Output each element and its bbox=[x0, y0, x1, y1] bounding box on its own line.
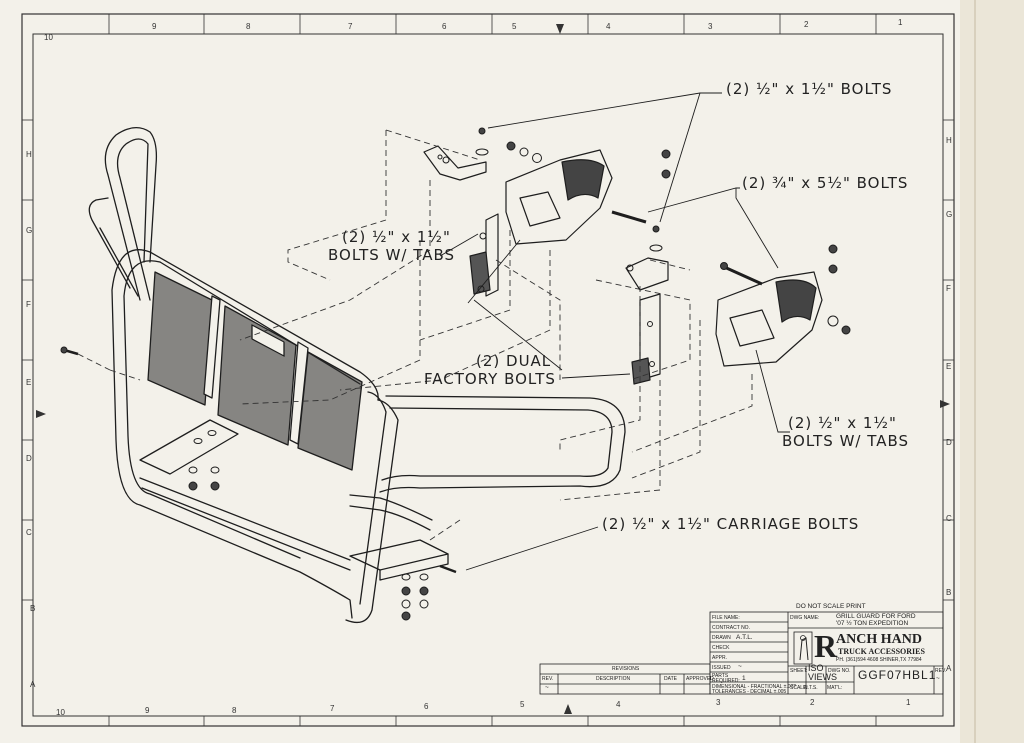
company-initial: R bbox=[814, 628, 838, 664]
outer-border bbox=[21, 13, 955, 727]
mounting-brackets bbox=[423, 145, 823, 385]
date-column-label: DATE bbox=[664, 676, 677, 682]
company-tagline: TRUCK ACCESSORIES bbox=[838, 647, 925, 656]
zone-bottom-8: 8 bbox=[232, 706, 237, 715]
zone-top-1: 1 bbox=[898, 18, 903, 27]
lower-hardware bbox=[60, 346, 457, 621]
rev-column-label: REV. bbox=[542, 676, 554, 682]
appr-label: APPR. bbox=[712, 655, 728, 661]
sheet-label: SHEET: bbox=[790, 668, 808, 674]
zone-top-7: 7 bbox=[348, 22, 353, 31]
required-value: 1 bbox=[742, 675, 746, 682]
revisions-label: REVISIONS bbox=[612, 666, 640, 672]
zone-top-3: 3 bbox=[708, 22, 713, 31]
zone-top-4: 4 bbox=[606, 22, 611, 31]
dwg-no-value: GGF07HBL1 bbox=[858, 668, 937, 682]
grill-guard-drawing bbox=[88, 127, 626, 624]
zone-bottom-10: 10 bbox=[56, 708, 65, 717]
rev-label-block: REV. bbox=[935, 668, 947, 674]
zone-top-10: 10 bbox=[44, 33, 53, 42]
rev-value: ~ bbox=[936, 675, 940, 682]
approved-column-label: APPROVED bbox=[686, 676, 714, 682]
inner-border bbox=[32, 33, 944, 717]
scale-note: DO NOT SCALE PRINT bbox=[796, 603, 866, 610]
callout-left-tab-bolts-type: BOLTS W/ TABS bbox=[328, 246, 456, 264]
zone-left-a: A bbox=[30, 680, 36, 689]
hardware-nuts-washers bbox=[437, 127, 851, 367]
dwg-name-line-2: '07 ½ TON EXPEDITION bbox=[836, 620, 909, 627]
check-label: CHECK bbox=[712, 645, 730, 651]
zone-bottom-3: 3 bbox=[716, 698, 721, 707]
issued-label: ISSUED bbox=[712, 665, 731, 671]
zone-right-a: A bbox=[946, 664, 952, 673]
zone-top-9: 9 bbox=[152, 22, 157, 31]
zone-right-g: G bbox=[946, 210, 953, 219]
parts-label: PARTS bbox=[712, 673, 729, 679]
company-phone: PH. (361)594 4608 SHINER,TX 77984 bbox=[836, 657, 922, 663]
dimensional-label: DIMENSIONAL - FRACTIONAL ±.0?? bbox=[712, 684, 797, 690]
zone-right-f: F bbox=[946, 284, 951, 293]
callout-carriage-bolts: (2) ½" x 1½" CARRIAGE BOLTS bbox=[602, 515, 860, 533]
zone-top-5: 5 bbox=[512, 22, 517, 31]
tolerances-label: TOLERANCES - DECIMAL ±.005 bbox=[712, 689, 787, 695]
title-block bbox=[539, 611, 944, 695]
assembly-dashed-lines bbox=[77, 129, 753, 541]
zone-right-e: E bbox=[946, 362, 952, 371]
callout-dual-bolts-count: (2) DUAL bbox=[476, 352, 552, 370]
callout-right-tab-bolts-type: BOLTS W/ TABS bbox=[782, 432, 910, 450]
zone-right-b: B bbox=[946, 588, 952, 597]
zone-bottom-7: 7 bbox=[330, 704, 335, 713]
file-name-label: FILE NAME: bbox=[712, 615, 740, 621]
zone-top-8: 8 bbox=[246, 22, 251, 31]
zone-bottom-1: 1 bbox=[906, 698, 911, 707]
sheet-value: ISO VIEWS bbox=[808, 663, 838, 682]
drawn-label: DRAWN bbox=[712, 635, 731, 641]
callout-left-tab-bolts-size: (2) ½" x 1½" bbox=[342, 228, 451, 246]
zone-left-e: E bbox=[26, 378, 32, 387]
zone-left-c: C bbox=[26, 528, 32, 537]
zone-bottom-5: 5 bbox=[520, 700, 525, 709]
callout-right-tab-bolts-size: (2) ½" x 1½" bbox=[788, 414, 897, 432]
issued-value: ~ bbox=[738, 663, 742, 670]
drawn-value: A.T.L. bbox=[736, 634, 753, 641]
callout-leader-lines bbox=[439, 92, 790, 571]
zone-left-f: F bbox=[26, 300, 31, 309]
matl-label: MAT'L: bbox=[827, 685, 843, 691]
scale-value: N.T.S. bbox=[804, 685, 818, 691]
zone-right-d: D bbox=[946, 438, 952, 447]
company-name: ANCH HAND bbox=[836, 632, 922, 647]
scale-label: SCALE: bbox=[790, 685, 808, 691]
callout-half-inch-bolts: (2) ½" x 1½" BOLTS bbox=[726, 80, 893, 98]
zone-top-6: 6 bbox=[442, 22, 447, 31]
description-column-label: DESCRIPTION bbox=[596, 676, 631, 682]
dwg-name-label: DWG NAME: bbox=[790, 615, 820, 621]
dwg-name-line-1: GRILL GUARD FOR FORD bbox=[836, 613, 916, 620]
zone-right-h: H bbox=[946, 136, 952, 145]
zone-bottom-2: 2 bbox=[810, 698, 815, 707]
zone-left-h: H bbox=[26, 150, 32, 159]
zone-bottom-6: 6 bbox=[424, 702, 429, 711]
zone-bottom-9: 9 bbox=[145, 706, 150, 715]
callout-factory-bolts: FACTORY BOLTS bbox=[424, 370, 556, 388]
callout-three-quarter-bolts: (2) ¾" x 5½" BOLTS bbox=[742, 174, 909, 192]
required-label: REQUIRED: bbox=[712, 678, 740, 684]
zone-left-b: B bbox=[30, 604, 36, 613]
zone-right-c: C bbox=[946, 514, 952, 523]
dwg-no-label: DWG NO. bbox=[828, 668, 851, 674]
zone-top-2: 2 bbox=[804, 20, 809, 29]
zone-bottom-4: 4 bbox=[616, 700, 621, 709]
zone-left-d: D bbox=[26, 454, 32, 463]
revision-entry: ~ bbox=[545, 684, 549, 691]
contract-label: CONTRACT NO. bbox=[712, 625, 750, 631]
zone-left-g: G bbox=[26, 226, 33, 235]
